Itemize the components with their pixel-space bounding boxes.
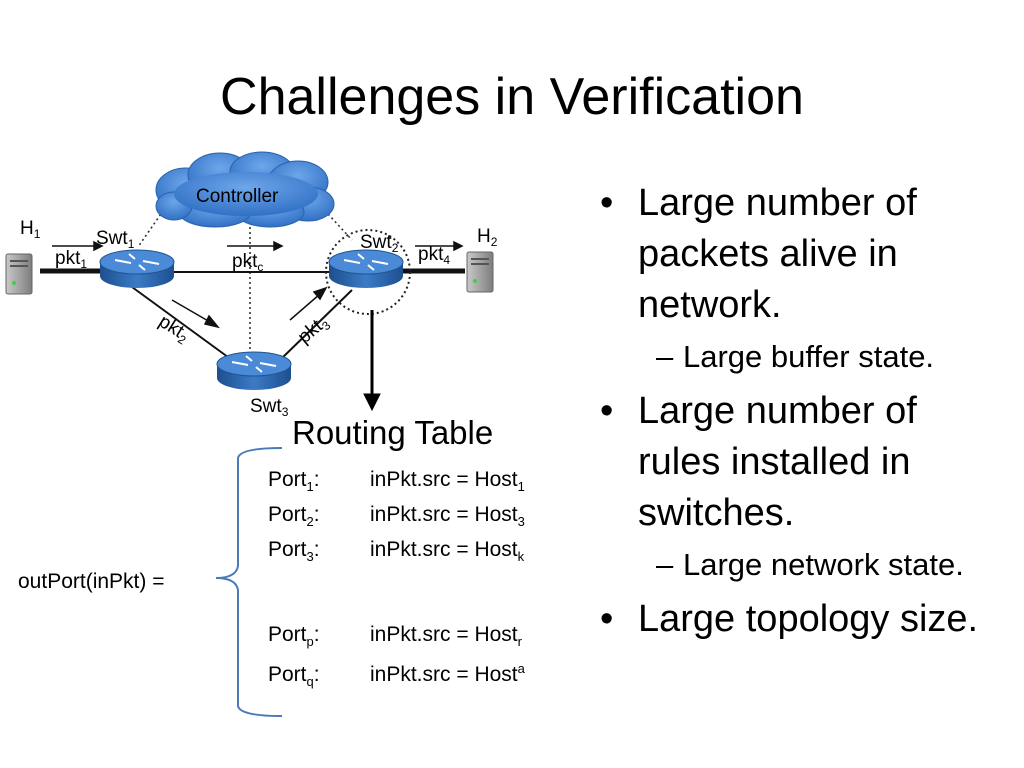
swt1-label: Swt1 [96, 228, 135, 251]
bullet-item: • Large number of rules installed in swit… [598, 386, 1008, 539]
routing-row: Port1:inPkt.src = Host1 [268, 468, 525, 494]
pktc-label: pktc [232, 251, 264, 274]
switch-swt2-icon [328, 249, 404, 288]
bullet-item: • Large number of packets alive in networ… [598, 178, 1008, 331]
swt2-highlight-circle [325, 229, 411, 315]
swt3-label: Swt3 [250, 396, 289, 419]
bullet-list: • Large number of packets alive in networ… [598, 178, 1008, 645]
routing-row: Portq:inPkt.src = Hosta [268, 661, 525, 689]
server-h1-icon [5, 253, 33, 295]
routing-row: Portp:inPkt.src = Hostr [268, 623, 522, 649]
routing-table-title: Routing Table [292, 414, 494, 451]
dash-glyph: – [656, 339, 674, 374]
pkt4-label: pkt4 [418, 244, 451, 267]
host-h2-label: H2 [477, 226, 498, 249]
bullet-text: Large number of packets alive in network… [638, 182, 917, 326]
bullet-glyph: • [600, 390, 614, 432]
bullet-item: • Large topology size. [598, 594, 1008, 645]
controller-links [137, 197, 353, 360]
sub-bullet-text: Large buffer state. [683, 339, 935, 374]
slide-title: Challenges in Verification [220, 68, 804, 126]
switch-swt3-icon [216, 351, 292, 390]
sub-bullet-text: Large network state. [683, 547, 964, 582]
host-h1-label: H1 [20, 218, 41, 241]
controller-label: Controller [196, 186, 279, 207]
swt2-label: Swt2 [360, 232, 399, 255]
network-links [40, 268, 465, 361]
routing-row: Port3:inPkt.src = Hostk [268, 538, 525, 564]
routing-table-brace [215, 447, 283, 717]
bullet-glyph: • [600, 598, 614, 640]
sub-bullet-item: –Large network state. [598, 544, 1008, 586]
bullet-text: Large topology size. [638, 598, 979, 640]
controller-cloud [155, 151, 335, 228]
dash-glyph: – [656, 547, 674, 582]
switch-swt1-icon [99, 249, 175, 288]
bullet-glyph: • [600, 182, 614, 224]
outport-function-label: outPort(inPkt) = [18, 570, 165, 593]
sub-bullet-item: –Large buffer state. [598, 336, 1008, 378]
bullet-text: Large number of rules installed in switc… [638, 390, 917, 534]
pkt1-label: pkt1 [55, 248, 88, 271]
server-h2-icon [466, 251, 494, 293]
routing-row: Port2:inPkt.src = Host3 [268, 503, 525, 529]
output-arrow [363, 310, 381, 412]
packet-arrows [52, 240, 464, 329]
